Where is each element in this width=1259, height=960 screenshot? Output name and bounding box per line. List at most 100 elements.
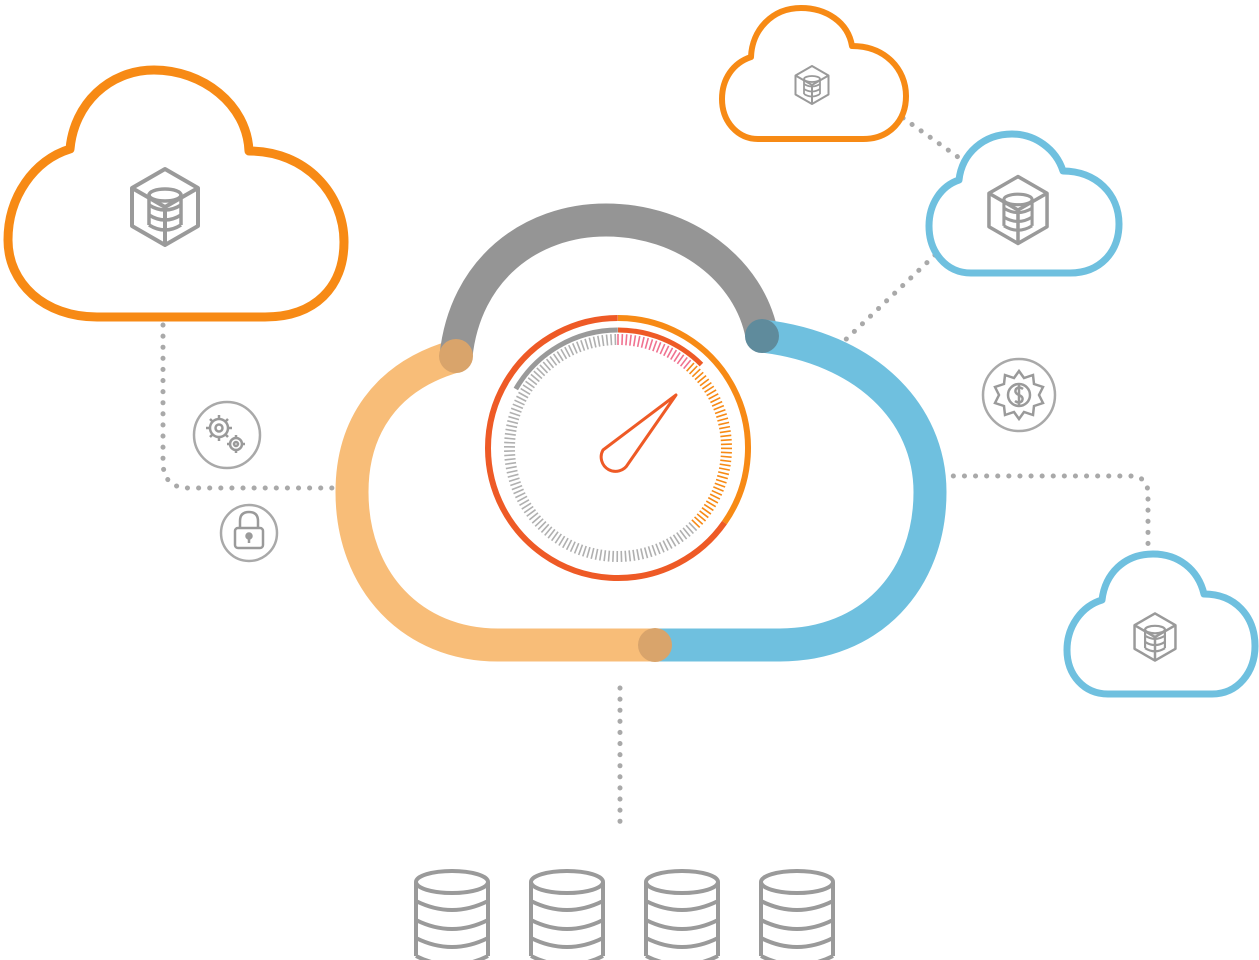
gauge-tick — [676, 354, 685, 365]
gauge-tick — [565, 539, 573, 551]
gauge-tick — [694, 371, 704, 381]
gauge-tick — [710, 396, 721, 404]
gauge-tick — [699, 510, 709, 519]
gauge-tick — [530, 373, 540, 383]
joint-dot-left — [439, 339, 473, 373]
gauge-tick — [568, 344, 575, 356]
gauge-tick — [643, 547, 649, 559]
gauge-tick — [701, 507, 712, 515]
cloud-blue-lower — [1063, 550, 1259, 698]
gauge-tick — [624, 550, 627, 562]
cloud-outline-blue — [925, 130, 1123, 277]
gauge-tick — [632, 335, 637, 347]
gauge-tick — [701, 381, 712, 390]
gauge-inner-ring-gray — [513, 327, 618, 391]
gauge-tick — [592, 336, 597, 348]
gauge-tick — [521, 502, 532, 510]
gauge-tick — [655, 543, 661, 555]
joint-dot-top-right — [745, 319, 779, 353]
gauge-tick — [542, 361, 552, 371]
gauge-tick — [706, 389, 717, 397]
gauge-tick — [582, 545, 587, 557]
gauge-tick — [632, 549, 636, 561]
gauge-tick — [550, 531, 559, 542]
gauge-tick — [508, 477, 520, 483]
gauge-tick — [513, 488, 524, 495]
gauge-tick — [507, 473, 519, 478]
gauge-tick — [544, 526, 553, 536]
gauge-tick — [531, 515, 542, 524]
gauge-rings — [485, 315, 751, 581]
gauge-tick — [714, 409, 726, 415]
gauge-tick — [636, 335, 641, 348]
gauge-tick — [659, 343, 666, 355]
gauge-tick — [562, 537, 569, 549]
database-stack-icon — [759, 869, 835, 960]
gauge-tick — [711, 400, 723, 407]
connector-right — [917, 473, 1151, 548]
gauge-tick — [536, 367, 546, 377]
gauge-tick — [537, 521, 547, 531]
gauge-tick — [571, 343, 578, 354]
gauge-tick — [584, 338, 589, 350]
gauge-tick — [720, 438, 732, 442]
cloud-outline-blue — [1063, 550, 1259, 698]
gauge-tick — [506, 469, 518, 474]
gauge-tick — [603, 550, 607, 562]
gauge-tick — [713, 404, 725, 411]
gauge-tick — [644, 337, 650, 349]
gears-badge — [192, 400, 262, 470]
gauge-tick — [717, 417, 729, 422]
connector-top-right — [900, 115, 968, 165]
gauge-tick — [676, 532, 684, 543]
gauge-tick — [685, 524, 694, 535]
gauge-tick — [662, 540, 669, 551]
gauge-tick — [720, 455, 732, 458]
gauge-tick — [607, 550, 611, 562]
gauge-tick — [516, 495, 528, 503]
cloud-outline-orange — [719, 5, 909, 142]
gauge-tick — [506, 424, 518, 429]
gauge-tick — [564, 346, 571, 358]
dotted-connectors — [160, 115, 1151, 825]
gauge-tick — [665, 538, 673, 549]
cloud-blue-upper — [925, 130, 1123, 277]
gauge-tick — [672, 534, 681, 545]
gauge-tick — [658, 541, 665, 553]
gauge-tick — [640, 548, 645, 560]
gauge-tick — [696, 513, 707, 522]
gauge-tick — [534, 518, 544, 527]
joint-dot-bottom — [638, 628, 672, 662]
gauge-tick — [519, 499, 530, 507]
dollar-gear-icon — [993, 368, 1045, 422]
gauge-tick — [709, 493, 721, 500]
gauge-tick — [629, 334, 632, 346]
lock-badge — [219, 503, 279, 563]
gauge-tick — [504, 454, 516, 457]
gauge-tick — [640, 336, 645, 348]
gauge-tick — [705, 500, 717, 508]
gauge-tick — [540, 523, 550, 533]
gauge-tick — [504, 441, 516, 444]
gauge-tick — [556, 351, 564, 362]
gauge-tick — [694, 516, 704, 525]
gauge-tick — [719, 425, 731, 430]
gauge-tick — [719, 430, 731, 434]
gauge-ticks — [503, 334, 733, 563]
central-cloud-top-arc — [439, 203, 779, 359]
gauge-tick — [720, 434, 732, 438]
gauge-tick — [520, 387, 531, 396]
database-stack-icon — [529, 869, 605, 960]
gauge-tick — [576, 341, 582, 353]
gauge-tick — [714, 482, 726, 488]
gauge-tick — [505, 461, 517, 466]
gauge-tick — [651, 544, 657, 556]
central-cloud — [335, 203, 947, 662]
gauge-tick — [528, 512, 539, 521]
gauge-tick — [569, 541, 576, 552]
gauge-tick — [688, 522, 698, 532]
gauge-tick — [683, 359, 692, 370]
gauge-tick — [707, 496, 719, 504]
